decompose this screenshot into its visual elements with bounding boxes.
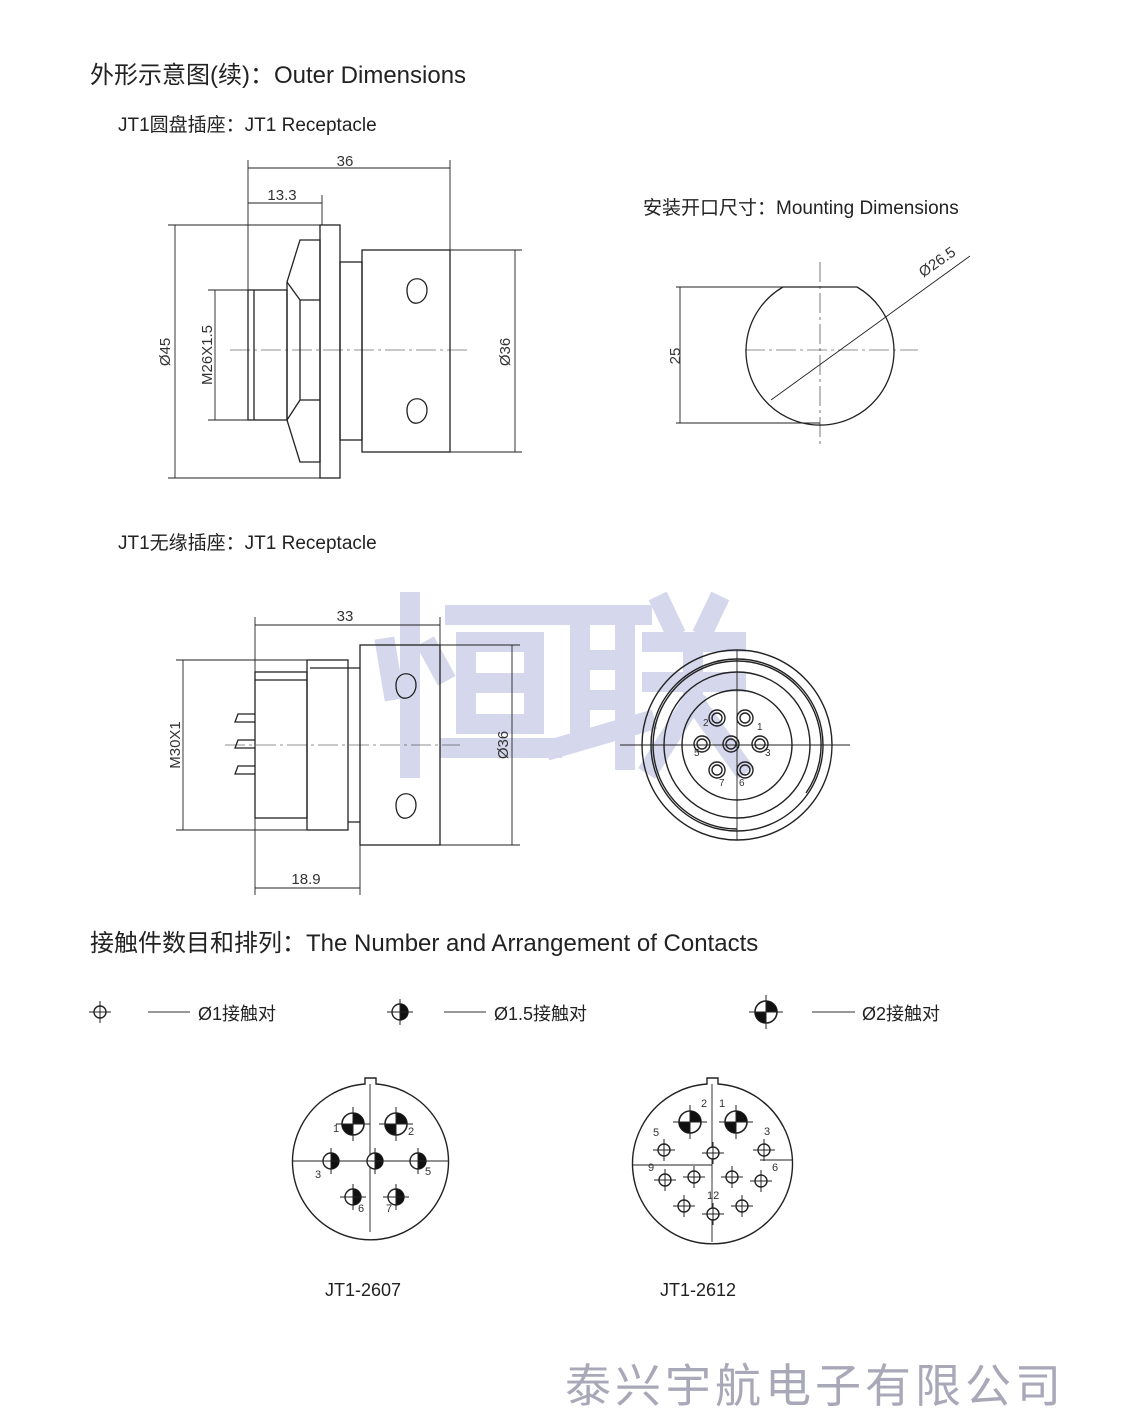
face-label-2: 2 bbox=[703, 718, 709, 729]
layout-name-2607: JT1-2607 bbox=[325, 1280, 402, 1300]
dim-cutout-26-5: Ø26.5 bbox=[916, 244, 959, 281]
legend bbox=[88, 994, 855, 1030]
face-label-3: 3 bbox=[765, 748, 771, 759]
pin-label: 5 bbox=[425, 1166, 431, 1178]
face-label-5: 5 bbox=[694, 748, 700, 759]
contact-1mm-icon bbox=[88, 1000, 112, 1024]
face-label-7: 7 bbox=[719, 778, 725, 789]
pin-label: 5 bbox=[653, 1127, 659, 1139]
company-name-footer: 泰兴宇航电子有限公司 bbox=[565, 1359, 1065, 1413]
mounting-title: 安装开口尺寸：Mounting Dimensions bbox=[643, 198, 959, 219]
pin-label: 1 bbox=[333, 1123, 339, 1135]
pin-label: 6 bbox=[772, 1162, 778, 1174]
receptacle-flanged-side-view bbox=[168, 160, 522, 479]
pin-label: 1 bbox=[719, 1098, 725, 1110]
dim-overall-36: 36 bbox=[337, 153, 354, 170]
receptacle-front-face bbox=[620, 649, 850, 841]
dim-thread-m30: M30X1 bbox=[167, 721, 184, 769]
section1-title: JT1圆盘插座：JT1 Receptacle bbox=[118, 115, 377, 136]
pin-label: 2 bbox=[408, 1126, 414, 1138]
dim-overall-33: 33 bbox=[337, 608, 354, 625]
pin-label: 3 bbox=[764, 1126, 770, 1138]
legend-label-2mm: Ø2接触对 bbox=[862, 1004, 941, 1024]
mounting-cutout bbox=[676, 255, 971, 445]
heading-outer-dimensions: 外形示意图(续)：Outer Dimensions bbox=[90, 62, 467, 89]
face-label-1: 1 bbox=[757, 722, 763, 733]
section2-title: JT1无缘插座：JT1 Receptacle bbox=[118, 533, 377, 554]
legend-label-1-5mm: Ø1.5接触对 bbox=[494, 1004, 588, 1024]
pin-label: 3 bbox=[315, 1169, 321, 1181]
dim-front-13-3: 13.3 bbox=[267, 187, 296, 204]
face-pins bbox=[693, 709, 769, 779]
dim-body-36b: Ø36 bbox=[495, 731, 512, 759]
dim-flat-25: 25 bbox=[667, 348, 684, 365]
legend-label-1mm: Ø1接触对 bbox=[198, 1004, 277, 1024]
contact-2mm-icon bbox=[748, 994, 784, 1030]
contact-1-5mm-icon bbox=[386, 998, 414, 1026]
pin-label: 9 bbox=[648, 1162, 654, 1174]
face-label-6: 6 bbox=[739, 778, 745, 789]
heading-contacts: 接触件数目和排列：The Number and Arrangement of C… bbox=[90, 930, 759, 957]
dim-rear-18-9: 18.9 bbox=[291, 871, 320, 888]
dim-flange-45: Ø45 bbox=[157, 338, 174, 366]
receptacle-flangeless-side-view bbox=[176, 617, 520, 895]
dim-thread-m26: M26X1.5 bbox=[199, 325, 216, 385]
layout-name-2612: JT1-2612 bbox=[660, 1280, 737, 1300]
pin-label: 12 bbox=[707, 1190, 719, 1202]
pin-label: 7 bbox=[386, 1203, 392, 1215]
pin-label: 2 bbox=[701, 1098, 707, 1110]
dim-body-36: Ø36 bbox=[497, 338, 514, 366]
pin-label: 6 bbox=[358, 1203, 364, 1215]
